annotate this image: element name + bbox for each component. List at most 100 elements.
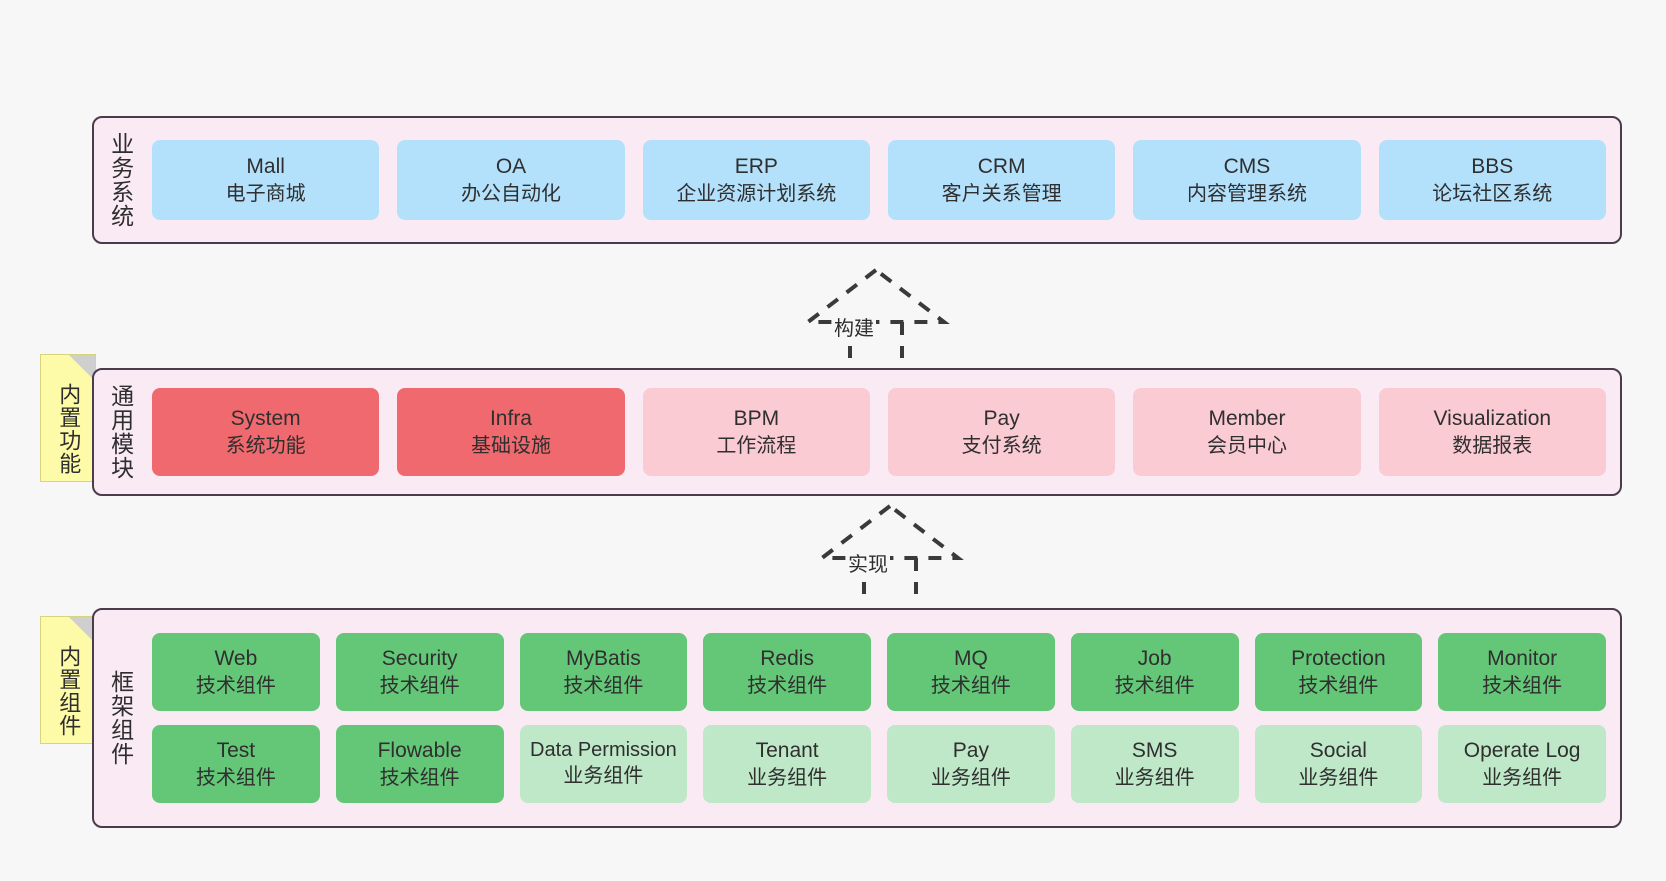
card-subtitle: 支付系统 (961, 434, 1042, 457)
card-bpm[interactable]: BPM 工作流程 (642, 388, 870, 476)
card-subtitle: 业务组件 (1114, 766, 1195, 789)
card-job[interactable]: Job 技术组件 (1070, 633, 1239, 711)
card-subtitle: 技术组件 (379, 674, 460, 697)
card-social[interactable]: Social 业务组件 (1254, 725, 1423, 803)
card-tenant[interactable]: Tenant 业务组件 (703, 725, 871, 803)
card-subtitle: 业务组件 (563, 764, 644, 787)
card-title: Operate Log (1463, 739, 1581, 763)
card-title: Pay (983, 407, 1020, 431)
card-subtitle: 技术组件 (1482, 674, 1563, 697)
card-subtitle: 业务组件 (1298, 766, 1379, 789)
card-subtitle: 技术组件 (1298, 674, 1379, 697)
card-infra[interactable]: Infra 基础设施 (397, 388, 625, 476)
card-subtitle: 论坛社区系统 (1432, 182, 1553, 205)
card-visualization[interactable]: Visualization 数据报表 (1378, 388, 1606, 476)
card-title: Pay (952, 739, 989, 763)
card-subtitle: 电子商城 (225, 182, 306, 205)
framework-row-business: Test 技术组件 Flowable 技术组件 Data Permission … (152, 725, 1606, 803)
card-title: Visualization (1433, 407, 1552, 431)
card-monitor[interactable]: Monitor 技术组件 (1438, 633, 1606, 711)
card-subtitle: 技术组件 (930, 674, 1011, 697)
card-erp[interactable]: ERP 企业资源计划系统 (642, 140, 870, 220)
card-title: CRM (977, 155, 1026, 179)
card-flowable[interactable]: Flowable 技术组件 (335, 725, 504, 803)
layer-title-framework-components: 框架组件 (107, 670, 134, 766)
card-member[interactable]: Member 会员中心 (1133, 388, 1361, 476)
card-mybatis[interactable]: MyBatis 技术组件 (519, 633, 688, 711)
card-title: Web (214, 647, 258, 671)
card-subtitle: 技术组件 (379, 766, 460, 789)
card-title: Member (1208, 407, 1286, 431)
card-title: MQ (953, 647, 988, 671)
card-title: Monitor (1487, 647, 1558, 671)
card-title: Mall (246, 155, 285, 179)
connector-build: 构建 (800, 266, 952, 358)
card-pay-module[interactable]: Pay 支付系统 (887, 388, 1116, 476)
card-sms[interactable]: SMS 业务组件 (1070, 725, 1239, 803)
card-subtitle: 内容管理系统 (1186, 182, 1307, 205)
build-arrow-head (802, 267, 950, 324)
card-mq[interactable]: MQ 技术组件 (887, 633, 1055, 711)
card-cms[interactable]: CMS 内容管理系统 (1133, 140, 1361, 220)
card-web[interactable]: Web 技术组件 (152, 633, 320, 711)
card-subtitle: 技术组件 (563, 674, 644, 697)
card-subtitle: 基础设施 (470, 434, 551, 457)
card-subtitle: 办公自动化 (460, 182, 561, 205)
layer-title-common-modules: 通用模块 (107, 384, 134, 480)
connector-implement: 实现 (814, 502, 966, 594)
note-fold-corner (69, 617, 95, 643)
card-system[interactable]: System 系统功能 (152, 388, 380, 476)
card-data-permission[interactable]: Data Permission 业务组件 (519, 725, 688, 803)
layer-body-framework-components: Web 技术组件 Security 技术组件 MyBatis 技术组件 Redi… (146, 610, 1620, 826)
card-subtitle: 技术组件 (747, 674, 828, 697)
card-subtitle: 企业资源计划系统 (676, 182, 837, 205)
sticky-note-builtin-components: 内置组件 (40, 616, 96, 744)
sticky-note-label: 内置功能 (56, 383, 82, 475)
sticky-note-label: 内置组件 (56, 645, 82, 737)
card-protection[interactable]: Protection 技术组件 (1254, 633, 1423, 711)
card-title: SMS (1131, 739, 1178, 763)
card-subtitle: 业务组件 (930, 766, 1011, 789)
note-fold-corner (69, 355, 95, 381)
card-title: Infra (489, 407, 532, 431)
card-title: Test (216, 739, 256, 763)
card-title: Data Permission (530, 739, 677, 762)
card-title: Tenant (755, 739, 819, 763)
layer-common-modules: 通用模块 System 系统功能 Infra 基础设施 BPM 工作流程 Pay… (92, 368, 1622, 496)
sticky-note-builtin-features: 内置功能 (40, 354, 96, 482)
card-title: Security (381, 647, 458, 671)
card-subtitle: 数据报表 (1452, 434, 1533, 457)
implement-arrow-head (816, 503, 964, 560)
card-subtitle: 技术组件 (195, 766, 276, 789)
layer-framework-components: 框架组件 Web 技术组件 Security 技术组件 MyBatis 技术组件 (92, 608, 1622, 828)
card-redis[interactable]: Redis 技术组件 (703, 633, 871, 711)
card-title: Flowable (377, 739, 462, 763)
connector-build-label: 构建 (832, 312, 876, 341)
card-oa[interactable]: OA 办公自动化 (397, 140, 625, 220)
card-title: Social (1309, 739, 1367, 763)
card-test[interactable]: Test 技术组件 (152, 725, 320, 803)
card-title: OA (495, 155, 527, 179)
card-subtitle: 会员中心 (1206, 434, 1287, 457)
card-title: System (230, 407, 301, 431)
card-subtitle: 客户关系管理 (941, 182, 1062, 205)
card-title: ERP (734, 155, 778, 179)
card-subtitle: 业务组件 (747, 766, 828, 789)
card-operate-log[interactable]: Operate Log 业务组件 (1438, 725, 1606, 803)
layer-business-systems: 业务系统 Mall 电子商城 OA 办公自动化 ERP 企业资源计划系统 CRM… (92, 116, 1622, 244)
card-mall[interactable]: Mall 电子商城 (152, 140, 380, 220)
card-security[interactable]: Security 技术组件 (335, 633, 504, 711)
card-subtitle: 工作流程 (716, 434, 797, 457)
layer-body-business-systems: Mall 电子商城 OA 办公自动化 ERP 企业资源计划系统 CRM 客户关系… (146, 118, 1620, 242)
layer-body-common-modules: System 系统功能 Infra 基础设施 BPM 工作流程 Pay 支付系统… (146, 370, 1620, 494)
card-pay-component[interactable]: Pay 业务组件 (887, 725, 1055, 803)
connector-implement-label: 实现 (846, 548, 890, 577)
card-bbs[interactable]: BBS 论坛社区系统 (1378, 140, 1606, 220)
card-title: BPM (733, 407, 780, 431)
card-title: CMS (1223, 155, 1271, 179)
card-subtitle: 系统功能 (225, 434, 306, 457)
card-crm[interactable]: CRM 客户关系管理 (887, 140, 1116, 220)
card-title: MyBatis (566, 647, 641, 671)
card-title: Protection (1291, 647, 1386, 671)
